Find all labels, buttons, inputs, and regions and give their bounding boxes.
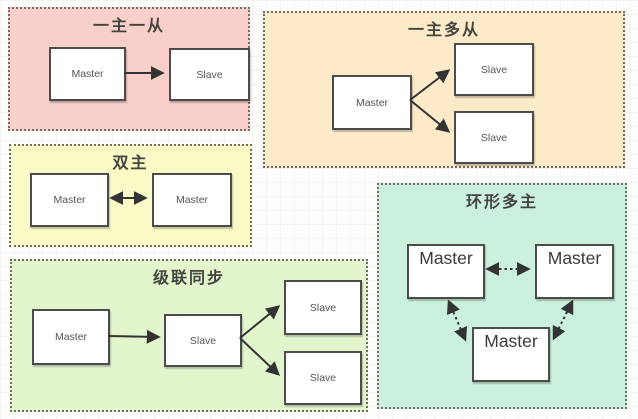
node-slave: Slave [169,48,250,101]
node-slave-bottom: Slave [454,111,534,164]
panel-one-master-multi-slave: 一主多从 Master Slave Slave [263,11,625,168]
node-master-left: Master [30,173,109,227]
panel-title-one-master-one-slave: 一主一从 [92,18,165,35]
node-master-right: Master [152,173,232,227]
node-master-bottom: Master [472,327,550,382]
panel-ring-multi-master: 环形多主 Master Master Master [377,183,627,409]
panel-cascade-sync: 级联同步 Master Slave Slave Slave [10,259,368,412]
node-slave-bottom: Slave [284,351,362,405]
panel-title-ring-multi-master: 环形多主 [465,194,538,211]
node-master: Master [32,309,110,365]
panel-one-master-one-slave: 一主一从 Master Slave [8,7,250,131]
panel-title-one-master-multi-slave: 一主多从 [407,22,480,39]
node-slave-top: Slave [284,280,362,335]
panel-title-dual-master: 双主 [112,155,149,172]
panel-title-cascade-sync: 级联同步 [152,270,225,287]
node-slave-middle: Slave [164,314,242,367]
node-master-top-right: Master [535,244,614,299]
node-master: Master [49,47,126,101]
node-master-top-left: Master [407,244,485,299]
node-master: Master [332,75,412,130]
node-slave-top: Slave [454,43,534,96]
panel-dual-master: 双主 Master Master [9,144,252,247]
